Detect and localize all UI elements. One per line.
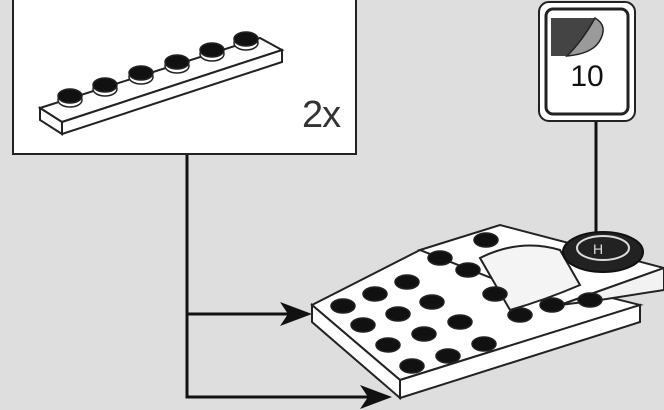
sticker-tile [562, 231, 644, 273]
arrow-head-upper [280, 302, 312, 326]
sticker-peel-icon [538, 1, 636, 122]
sticker-sheet-number: 10 [570, 60, 604, 93]
sticker-sheet-badge: 10 [537, 0, 637, 123]
plate-1x6-icon [37, 31, 285, 136]
quantity-label: 2x [302, 94, 341, 136]
arrow-head-lower [360, 385, 392, 409]
parts-callout-box: 2x [12, 0, 357, 155]
svg-text:H: H [593, 241, 603, 257]
